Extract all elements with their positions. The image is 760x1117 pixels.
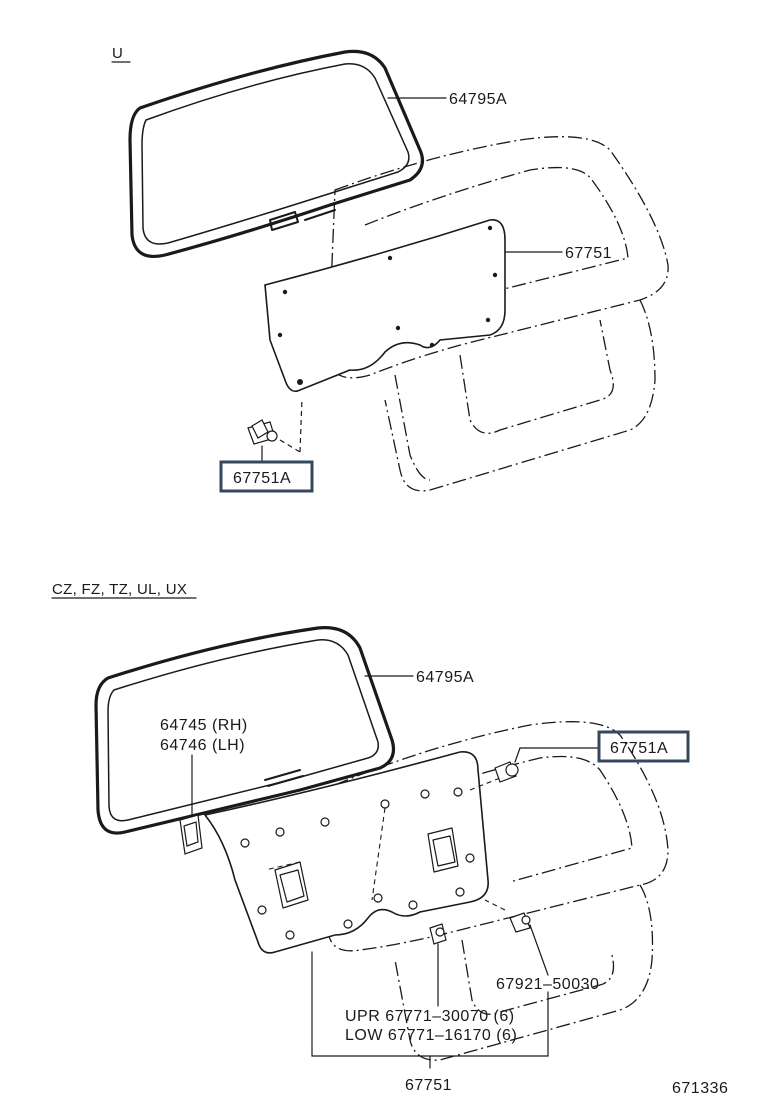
back-door-outline xyxy=(327,136,669,492)
section-label-u: U xyxy=(112,45,123,62)
diagram-number: 671336 xyxy=(672,1080,728,1097)
clip-bottom xyxy=(494,747,599,783)
weatherstrip-bottom xyxy=(94,626,396,835)
label-trim-board-top: 67751 xyxy=(565,245,612,262)
clip-label-box-top xyxy=(219,460,314,493)
fastener-part xyxy=(484,899,549,976)
label-hinge-lh: 64746 (LH) xyxy=(160,737,245,754)
trim-board-panel-bottom xyxy=(203,751,501,954)
label-clip-top: 67751A xyxy=(233,470,291,487)
clip-67771-part xyxy=(429,923,447,1007)
weatherstrip-top xyxy=(128,49,424,258)
label-trim-board-bottom: 67751 xyxy=(405,1077,452,1094)
label-fastener: 67921–50030 xyxy=(496,976,599,993)
hinge-part xyxy=(179,754,203,855)
clip-label-box-bottom xyxy=(597,730,690,763)
bracket-trim-board xyxy=(311,951,549,1069)
section-u: U xyxy=(111,45,669,493)
clip-top xyxy=(247,397,303,463)
label-hinge-rh: 64745 (RH) xyxy=(160,717,248,734)
label-weatherstrip-top: 64795A xyxy=(449,91,507,108)
label-clip-upr: UPR 67771–30070 (6) xyxy=(345,1008,515,1025)
section-cz: CZ, FZ, TZ, UL, UX xyxy=(51,581,690,1094)
label-clip-low: LOW 67771–16170 (6) xyxy=(345,1027,517,1044)
trim-board-panel xyxy=(264,219,506,393)
label-clip-bottom: 67751A xyxy=(610,740,668,757)
label-weatherstrip-bottom: 64795A xyxy=(416,669,474,686)
section-label-cz: CZ, FZ, TZ, UL, UX xyxy=(52,581,187,598)
